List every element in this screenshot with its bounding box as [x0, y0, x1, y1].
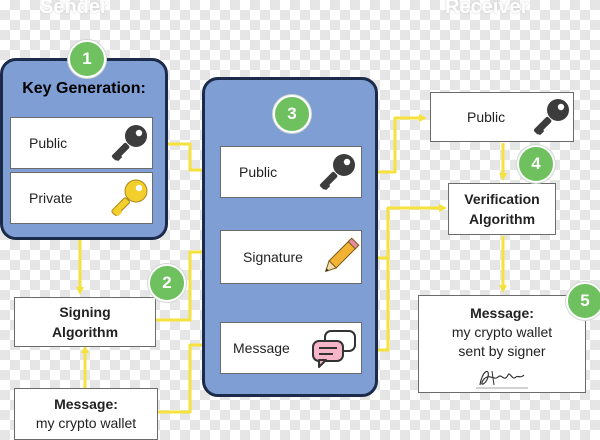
dark-key-icon: [533, 99, 569, 136]
chat-bubbles-icon: [312, 330, 356, 368]
message-source-box: Message: my crypto wallet: [14, 388, 158, 440]
key-gen-public-box: Public: [10, 117, 153, 169]
receiver-header: Receiver: [445, 0, 529, 18]
middle-public-label: Public: [239, 164, 278, 180]
key-gen-public-label: Public: [29, 135, 68, 151]
message-source-text: my crypto wallet: [35, 415, 137, 431]
receiver-public-box: Public: [430, 92, 574, 142]
gold-key-icon: [111, 179, 148, 217]
signing-line1: Signing: [59, 304, 111, 320]
step-badge-3: 3: [273, 95, 311, 133]
receiver-public-label: Public: [467, 109, 506, 125]
verification-line1: Verification: [464, 191, 540, 207]
signature-scribble-icon: [476, 370, 528, 389]
verification-line2: Algorithm: [468, 211, 536, 227]
signing-line2: Algorithm: [51, 324, 119, 340]
key-gen-private-box: Private: [10, 172, 153, 224]
dark-key-icon: [111, 125, 147, 162]
result-title: Message:: [470, 305, 534, 321]
result-line2: sent by signer: [458, 343, 546, 359]
sender-header: Sender: [40, 0, 108, 18]
middle-signature-box: Signature: [220, 230, 362, 284]
arrow-middle-to-receiver-public: [362, 114, 427, 174]
pencil-icon: [324, 237, 360, 273]
key-gen-private-label: Private: [29, 190, 73, 206]
signing-algorithm-box: Signing Algorithm: [14, 297, 156, 347]
result-line1: my crypto wallet: [451, 324, 553, 340]
step-badge-5: 5: [566, 282, 600, 320]
middle-message-box: Message: [220, 322, 362, 374]
dark-key-icon: [319, 154, 355, 191]
result-message-box: Message: my crypto wallet sent by signer: [418, 295, 586, 393]
step-badge-1: 1: [68, 40, 106, 78]
middle-signature-label: Signature: [243, 249, 303, 265]
middle-public-box: Public: [220, 146, 362, 198]
step-badge-2: 2: [148, 264, 186, 302]
key-generation-title: Key Generation:: [22, 80, 146, 97]
message-source-title: Message:: [54, 396, 118, 412]
verification-algorithm-box: Verification Algorithm: [448, 183, 556, 235]
step-badge-4: 4: [517, 145, 555, 183]
middle-message-label: Message: [233, 340, 290, 356]
